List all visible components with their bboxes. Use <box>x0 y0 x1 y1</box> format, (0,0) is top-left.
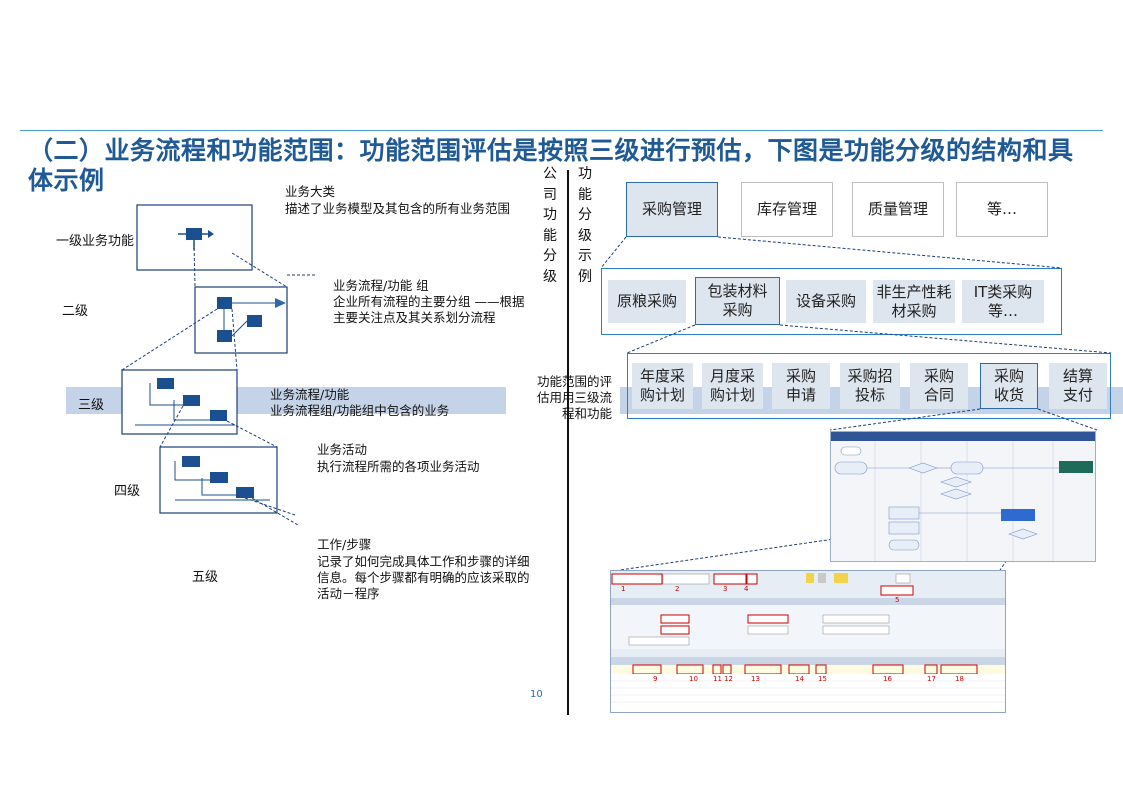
level4-block-1 <box>182 456 200 467</box>
desc-level3-title: 业务流程/功能 <box>270 387 350 402</box>
desc-level2-title: 业务流程/功能 组 <box>333 278 429 293</box>
desc-level1-body: 描述了业务模型及其包含的所有业务范围 <box>285 201 511 216</box>
flowchart-graphic <box>831 432 1095 561</box>
sap-num-2: 2 <box>675 585 680 593</box>
sap-num-5: 5 <box>895 596 900 604</box>
level2-label: 二级 <box>62 304 89 319</box>
sap-num-18: 18 <box>955 675 964 683</box>
level3-block-2 <box>183 395 200 406</box>
card-equipment-procurement[interactable]: 设备采购 <box>786 280 866 323</box>
card-packaging-procurement[interactable]: 包装材料采购 <box>695 277 780 325</box>
sap-num-11: 11 <box>713 675 722 683</box>
desc-level5-title: 工作/步骤 <box>317 537 372 552</box>
card-procurement-mgmt[interactable]: 采购管理 <box>626 182 718 237</box>
level4-block-2 <box>210 472 228 483</box>
card-consumables-procurement[interactable]: 非生产性耗材采购 <box>873 280 955 323</box>
card-it-procurement[interactable]: IT类采购等… <box>962 280 1044 323</box>
level4-block-3 <box>236 487 254 498</box>
desc-level4-title: 业务活动 <box>317 442 368 457</box>
card-quality-mgmt[interactable]: 质量管理 <box>852 182 944 237</box>
card-inventory-mgmt[interactable]: 库存管理 <box>741 182 833 237</box>
sap-screen-graphic <box>611 571 1005 712</box>
sap-num-12: 12 <box>724 675 733 683</box>
sap-num-16: 16 <box>883 675 892 683</box>
sap-num-17: 17 <box>927 675 936 683</box>
card-settlement[interactable]: 结算支付 <box>1049 363 1107 409</box>
level3-block-3 <box>210 410 227 421</box>
desc-level2-body-1: 企业所有流程的主要分组 ——根据 <box>333 294 525 309</box>
card-bidding[interactable]: 采购招投标 <box>840 363 900 409</box>
sap-num-4: 4 <box>744 585 749 593</box>
sap-num-1: 1 <box>621 585 626 593</box>
card-monthly-plan[interactable]: 月度采购计划 <box>702 363 763 409</box>
hierarchy-diagram <box>121 204 315 525</box>
card-annual-plan[interactable]: 年度采购计划 <box>632 363 693 409</box>
desc-level5-body-3: 活动－程序 <box>317 586 380 601</box>
sap-num-14: 14 <box>795 675 804 683</box>
desc-level5-body-2: 信息。每个步骤都有明确的应该采取的 <box>317 570 530 585</box>
desc-level4-body: 执行流程所需的各项业务活动 <box>317 459 480 474</box>
level3-block-1 <box>157 378 174 389</box>
level1-label: 一级业务功能 <box>56 234 135 249</box>
level4-label: 四级 <box>114 484 141 499</box>
level2-frame <box>601 268 1062 335</box>
page-number: 10 <box>530 689 543 700</box>
card-purchase-request[interactable]: 采购申请 <box>772 363 830 409</box>
desc-level5-body-1: 记录了如何完成具体工作和步骤的详细 <box>317 554 530 569</box>
center-divider <box>567 170 569 715</box>
desc-level1-title: 业务大类 <box>285 184 336 199</box>
title-rule <box>20 130 1103 131</box>
card-goods-receipt[interactable]: 采购收货 <box>980 363 1038 409</box>
sap-screen-thumbnail: 1 2 3 4 5 9 10 11 12 13 14 15 16 17 18 <box>610 570 1006 713</box>
desc-level2-body-2: 主要关注点及其关系划分流程 <box>333 310 496 325</box>
vertical-label-example: 功能分级示例 <box>578 166 592 285</box>
sap-num-13: 13 <box>751 675 760 683</box>
level2-block-3 <box>247 315 262 327</box>
sap-num-10: 10 <box>689 675 698 683</box>
sap-num-9: 9 <box>653 675 658 683</box>
card-grain-procurement[interactable]: 原粮采购 <box>608 280 686 323</box>
sap-num-15: 15 <box>818 675 827 683</box>
vertical-label-company: 公司功能分级 <box>543 166 557 285</box>
desc-level3-body: 业务流程组/功能组中包含的业务 <box>270 403 450 418</box>
card-etc[interactable]: 等… <box>956 182 1048 237</box>
level3-box <box>121 369 238 435</box>
level3-frame <box>627 353 1111 419</box>
level2-box <box>194 286 288 354</box>
level3-label: 三级 <box>78 398 105 413</box>
scope-note: 功能范围的评估用用三级流程和功能 <box>536 374 612 421</box>
level2-block-2 <box>217 330 232 342</box>
flowchart-thumbnail <box>830 431 1096 562</box>
level2-block-1 <box>217 297 232 309</box>
sap-num-3: 3 <box>723 585 728 593</box>
page-title: （二）业务流程和功能范围：功能范围评估是按照三级进行预估，下图是功能分级的结构和… <box>28 136 1074 195</box>
level5-label: 五级 <box>192 570 219 585</box>
card-purchase-contract[interactable]: 采购合同 <box>910 363 968 409</box>
